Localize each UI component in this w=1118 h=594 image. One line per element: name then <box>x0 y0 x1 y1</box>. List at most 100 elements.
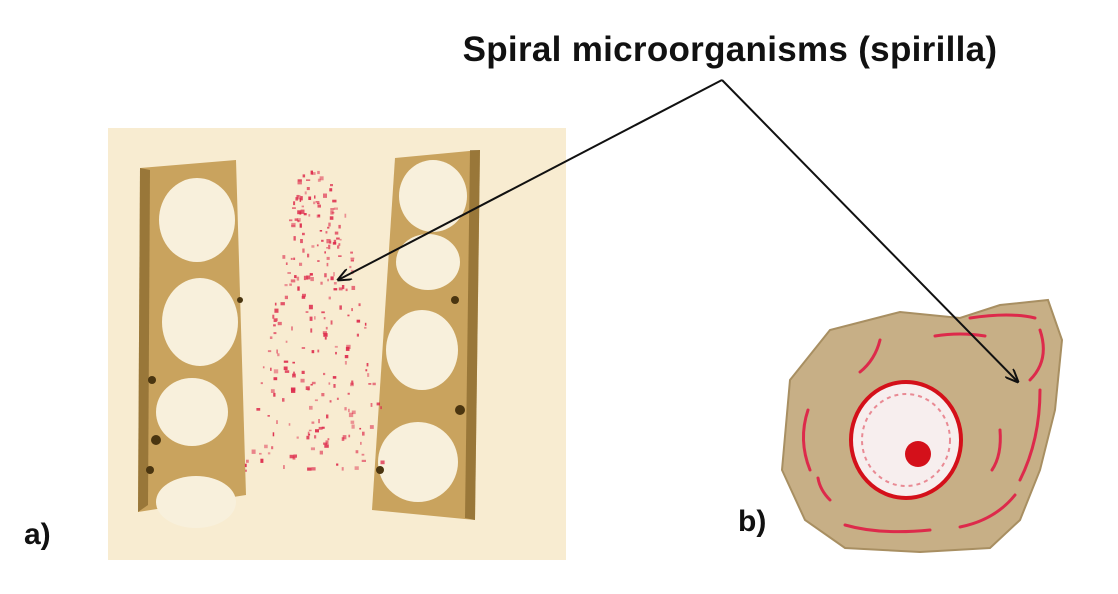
spirillum-mark <box>368 383 372 385</box>
spirillum-mark <box>344 213 347 218</box>
spirillum-mark <box>307 467 312 471</box>
spirillum-mark <box>299 262 303 266</box>
spirillum-mark <box>321 239 324 242</box>
spirillum-mark <box>269 336 273 339</box>
spirillum-mark <box>260 382 263 385</box>
spirillum-mark <box>333 239 337 244</box>
spirillum-mark <box>300 209 305 214</box>
spirillum-mark <box>336 463 339 466</box>
spirillum-mark <box>272 432 275 437</box>
spirillum-mark <box>323 372 326 376</box>
spirillum-mark <box>274 308 279 313</box>
spirillum-mark <box>370 403 373 407</box>
spirillum-mark <box>326 256 330 260</box>
spirillum-mark <box>317 170 320 175</box>
spirillum-mark <box>291 326 293 331</box>
spirillum-mark <box>308 429 312 432</box>
panel-a-image <box>108 128 566 560</box>
spirillum-mark <box>361 459 366 462</box>
spirillum-mark <box>309 273 313 276</box>
cell-vacuole <box>849 380 963 500</box>
spirillum-mark <box>326 262 329 267</box>
spirillum-mark <box>321 426 325 429</box>
spirillum-mark <box>326 247 329 249</box>
figure-title: Spiral microorganisms (spirilla) <box>462 30 998 69</box>
spirillum-mark <box>297 286 300 291</box>
tissue-cell <box>159 178 235 262</box>
spirillum-mark <box>330 320 333 325</box>
spirillum-mark <box>317 178 321 182</box>
spirillum-mark <box>271 446 274 450</box>
spirillum-mark <box>274 302 277 306</box>
spirillum-mark <box>308 196 312 200</box>
spirillum-mark <box>283 360 289 363</box>
spirillum-mark <box>289 219 293 222</box>
spirillum-mark <box>344 407 347 411</box>
spirillum-mark <box>334 231 339 235</box>
spirillum-mark <box>319 230 323 232</box>
spirillum-mark <box>260 458 264 463</box>
spirillum-mark <box>332 242 337 245</box>
spirillum-mark <box>276 349 278 354</box>
spirillum-mark <box>283 366 288 371</box>
spirillum-mark <box>273 377 278 381</box>
spirillum-mark <box>325 440 329 445</box>
spirillum-mark <box>342 285 345 290</box>
spirillum-mark <box>314 316 316 320</box>
spirillum-mark <box>333 207 338 210</box>
spirillum-mark <box>275 318 278 322</box>
spirillum-mark <box>302 174 306 178</box>
spirillum-mark <box>372 382 376 386</box>
spirillum-mark <box>303 213 307 216</box>
tissue-cell <box>156 378 228 446</box>
spirillum-mark <box>354 466 359 470</box>
spirillum-mark <box>293 236 296 241</box>
spirillum-mark <box>318 426 323 430</box>
arrow-to-panel-b <box>721 79 1018 382</box>
spirillum-mark <box>321 393 325 397</box>
tissue-cell <box>386 310 458 390</box>
spirillum-mark <box>276 420 278 424</box>
spirillum-mark <box>293 201 296 206</box>
spirillum-mark <box>280 302 285 306</box>
spirillum-mark <box>339 305 342 310</box>
spirillum-mark <box>296 276 300 281</box>
spirillum-mark <box>302 232 305 236</box>
spirillum-mark <box>307 388 310 391</box>
spirillum-mark <box>273 392 276 397</box>
spirillum-mark <box>351 410 356 415</box>
spirillum-mark <box>333 288 338 291</box>
spirillum-mark <box>299 211 302 215</box>
spirillum-mark <box>284 295 288 300</box>
spirillum-mark <box>292 361 295 364</box>
spirillum-mark <box>350 257 355 260</box>
spirillum-mark <box>333 272 335 277</box>
spirillum-mark <box>328 382 331 385</box>
spirillum-mark <box>301 347 306 349</box>
spirillum-mark <box>293 257 296 260</box>
spirillum-mark <box>337 245 340 249</box>
spirillum-mark <box>324 336 327 340</box>
spirillum-mark <box>314 399 318 402</box>
panel-b-image <box>780 298 1064 554</box>
spirillum-mark <box>329 188 333 192</box>
spirillum-mark <box>365 369 368 372</box>
spirillum-mark <box>344 355 349 359</box>
spirillum-mark <box>315 201 320 203</box>
spirillum-mark <box>285 340 288 343</box>
spirillum-mark <box>297 179 302 182</box>
spirillum-mark <box>333 384 336 388</box>
spirillum-mark <box>284 370 290 373</box>
tissue-cell <box>156 476 236 528</box>
spirillum-mark <box>267 415 270 417</box>
spirillum-mark <box>317 349 320 353</box>
spirillum-mark <box>331 211 335 214</box>
spirillum-mark <box>311 381 316 385</box>
spirillum-mark <box>297 181 302 185</box>
spirillum-mark <box>335 351 337 355</box>
spirillum-mark <box>320 281 323 285</box>
spirillum-mark <box>328 244 331 250</box>
spirillum-mark <box>347 314 350 317</box>
spirillum-mark <box>310 447 315 451</box>
